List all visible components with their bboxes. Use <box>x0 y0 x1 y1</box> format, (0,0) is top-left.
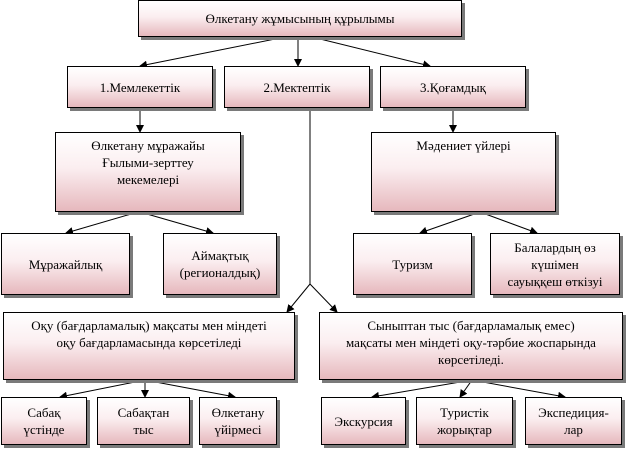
arrow-title-to-public <box>311 36 431 69</box>
children-leisure-text: Балалардың өз күшімен сауыққеш өткізуі <box>507 239 603 289</box>
museum-box: Мұражайлық <box>1 233 130 295</box>
arrow-curricular-to-in-lesson <box>59 379 146 400</box>
local-club-box: Өлкетану үйірмесі <box>199 397 277 445</box>
outside-lesson-box: Сабақтан тыс <box>97 397 190 445</box>
extracurricular-text: Сыныптан тыс (бағдарламалық емес) мақсат… <box>346 318 596 367</box>
tourist-hikes-box: Туристік жорықтар <box>416 397 513 445</box>
arrow-culture-to-leisure <box>479 211 538 235</box>
children-leisure-box: Балалардың өз күшімен сауыққеш өткізуі <box>490 233 620 295</box>
extracurricular-box: Сыныптан тыс (бағдарламалық емес) мақсат… <box>319 312 623 380</box>
regional-text: Аймақтық (регионалдық) <box>179 248 261 280</box>
arrow-research-to-museum <box>65 211 139 235</box>
tourism-text: Туризм <box>392 256 433 272</box>
branch-state-text: 1.Мемлекеттік <box>99 79 181 95</box>
curricular-box: Оқу (бағдарламалық) мақсаты мен міндеті … <box>3 312 295 380</box>
branch-school-box: 2.Мектептік <box>224 66 370 108</box>
branch-state-box: 1.Мемлекеттік <box>67 66 213 108</box>
branch-public-box: 3.Қоғамдық <box>380 66 526 108</box>
title-box: Өлкетану жұмысының құрылымы <box>138 0 462 37</box>
excursion-box: Экскурсия <box>321 397 406 445</box>
arrow-culture-to-tourism <box>419 211 481 235</box>
title-text: Өлкетану жұмысының құрылымы <box>205 11 395 26</box>
tourism-box: Туризм <box>353 233 472 295</box>
local-club-text: Өлкетану үйірмесі <box>211 405 265 437</box>
curricular-text: Оқу (бағдарламалық) мақсаты мен міндеті … <box>31 318 267 350</box>
arrow-extracurricular-to-hikes <box>459 379 473 398</box>
arrow-extracurricular-to-excursion <box>371 379 473 400</box>
branch-school-text: 2.Мектептік <box>263 79 331 95</box>
arrow-school-to-curricular <box>286 283 311 313</box>
regional-box: Аймақтық (регионалдық) <box>163 233 277 295</box>
outside-lesson-text: Сабақтан тыс <box>117 405 170 437</box>
in-lesson-box: Сабақ үстінде <box>1 397 87 445</box>
arrow-curricular-to-local-club <box>144 379 236 400</box>
museum-research-box: Өлкетану мұражайы Ғылыми-зерттеу мекемел… <box>55 132 241 212</box>
in-lesson-text: Сабақ үстінде <box>23 405 65 437</box>
museum-research-text: Өлкетану мұражайы Ғылыми-зерттеу мекемел… <box>91 138 205 187</box>
arrow-school-to-extracurricular <box>309 283 338 313</box>
expeditions-text: Экспедиция- лар <box>538 405 609 437</box>
culture-houses-text: Мәдениет үйлері <box>416 138 511 153</box>
expeditions-box: Экспедиция- лар <box>525 397 622 445</box>
culture-houses-box: Мәдениет үйлері <box>371 132 556 212</box>
museum-text: Мұражайлық <box>28 256 103 272</box>
arrow-title-to-state <box>139 36 286 69</box>
excursion-text: Экскурсия <box>334 413 393 429</box>
arrow-extracurricular-to-expeditions <box>471 379 566 400</box>
arrow-research-to-regional <box>139 211 214 235</box>
tourist-hikes-text: Туристік жорықтар <box>437 405 492 437</box>
branch-public-text: 3.Қоғамдық <box>420 79 486 95</box>
